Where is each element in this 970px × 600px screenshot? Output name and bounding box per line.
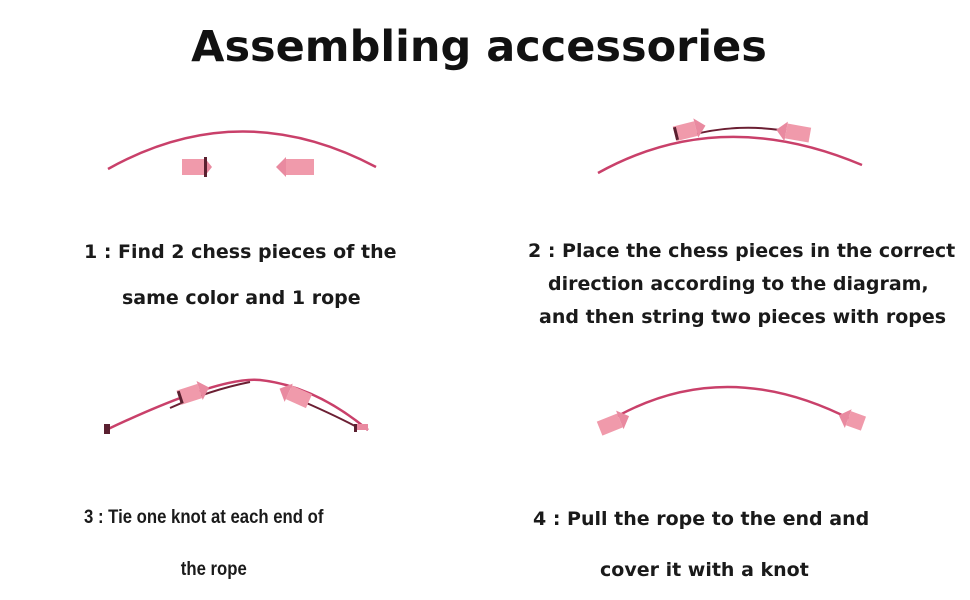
- chess-piece-right: [776, 121, 812, 143]
- step-1-line-1: 1 : Find 2 chess pieces of the: [84, 241, 397, 263]
- chess-piece-left: [596, 410, 630, 436]
- figure-step-1: [100, 105, 390, 185]
- rope: [105, 378, 369, 432]
- step-2-line-2: direction according to the diagram,: [548, 273, 929, 295]
- chess-piece-left: [176, 381, 210, 405]
- figure-step-3: [100, 368, 380, 443]
- step-1-text: 1 : Find 2 chess pieces of the same colo…: [84, 241, 397, 309]
- step-1-line-2: same color and 1 rope: [122, 287, 361, 309]
- step-4-text: 4 : Pull the rope to the end and cover i…: [533, 508, 869, 581]
- chess-piece-right: [838, 409, 867, 431]
- step-3-line-1: 3 : Tie one knot at each end of: [84, 507, 324, 528]
- step-4-line-2: cover it with a knot: [600, 559, 809, 581]
- knot-left: [104, 424, 110, 434]
- page-title: Assembling accessories: [191, 22, 767, 72]
- chess-piece-left: [672, 118, 706, 142]
- figure-step-2: [590, 105, 880, 185]
- step-2-line-3: and then string two pieces with ropes: [539, 306, 947, 328]
- rope: [603, 385, 853, 426]
- figure-step-4: [590, 372, 870, 447]
- rope: [107, 130, 377, 171]
- chess-piece-right: [279, 383, 313, 409]
- chess-piece-right: [276, 157, 314, 177]
- step-2-text: 2 : Place the chess pieces in the correc…: [528, 240, 955, 328]
- knot-right: [354, 424, 368, 432]
- step-3-text: 3 : Tie one knot at each end of the rope: [84, 507, 323, 581]
- chess-piece-left: [182, 157, 212, 177]
- step-4-line-1: 4 : Pull the rope to the end and: [533, 508, 870, 530]
- step-3-line-2: the rope: [180, 559, 247, 580]
- step-2-line-1: 2 : Place the chess pieces in the correc…: [528, 240, 956, 262]
- rope: [597, 135, 863, 175]
